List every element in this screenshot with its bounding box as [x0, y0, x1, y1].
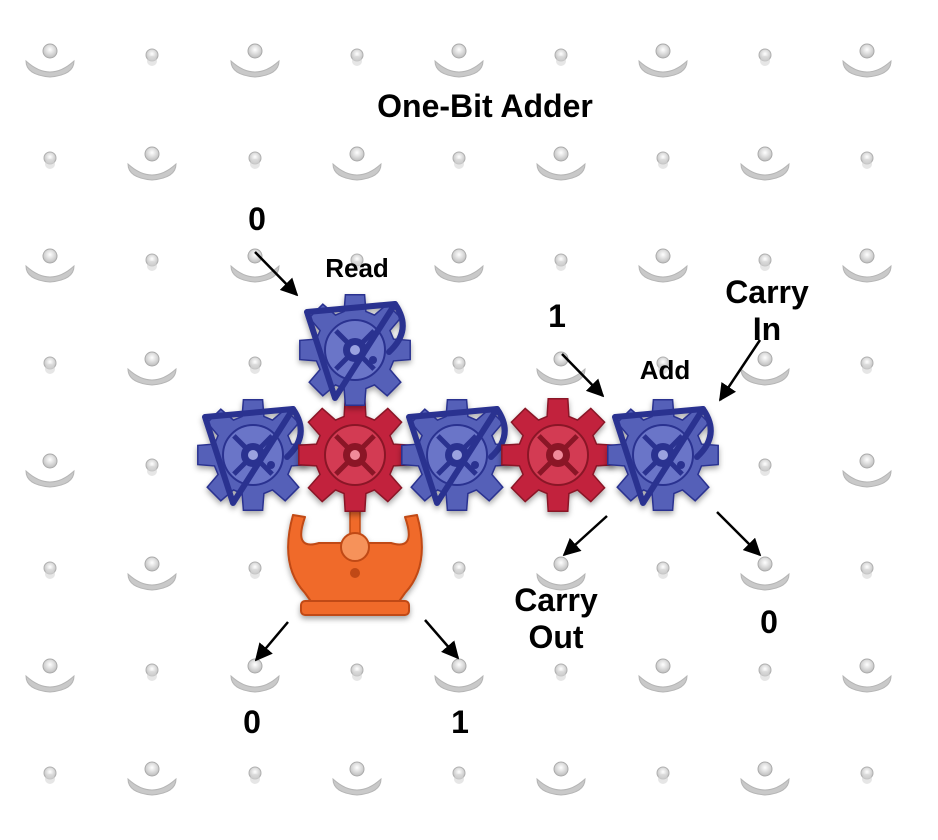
peg-icon [452, 766, 466, 784]
peg-icon [145, 253, 159, 271]
read-label: Read [325, 253, 389, 283]
add-input-value: 1 [548, 298, 566, 334]
peg-icon [842, 658, 892, 693]
carry-in-label: Carry In [725, 274, 809, 347]
bit-gear-icon [401, 399, 513, 511]
peg-icon [740, 556, 790, 591]
bucket-right-output-value: 1 [451, 704, 469, 740]
peg-icon [758, 663, 772, 681]
arrow-icon [254, 621, 289, 662]
arrow-icon [424, 619, 460, 660]
peg-icon [145, 48, 159, 66]
arrow-icon [716, 511, 762, 557]
peg-icon [248, 766, 262, 784]
peg-icon [860, 151, 874, 169]
peg-icon [43, 356, 57, 374]
arrow-icon [254, 251, 299, 297]
peg-icon [43, 561, 57, 579]
peg-icon [230, 248, 280, 283]
peg-icon [740, 761, 790, 796]
peg-icon [25, 43, 75, 78]
peg-icon [860, 356, 874, 374]
arrow-icon [718, 339, 762, 402]
bit-gear-icon [299, 294, 411, 406]
arrow-icon [562, 515, 608, 557]
peg-icon [350, 253, 364, 271]
peg-icon [25, 658, 75, 693]
connector-gear-icon [298, 398, 412, 512]
parts [197, 294, 719, 616]
diagram-title: One-Bit Adder [377, 88, 593, 124]
peg-icon [127, 146, 177, 181]
peg-icon [842, 43, 892, 78]
peg-icon [350, 663, 364, 681]
peg-icon [43, 766, 57, 784]
add-output-value: 0 [760, 604, 778, 640]
peg-icon [127, 556, 177, 591]
peg-icon [656, 766, 670, 784]
peg-icon [554, 48, 568, 66]
peg-icon [536, 556, 586, 591]
peg-icon [656, 356, 670, 374]
peg-icon [740, 351, 790, 386]
peg-icon [43, 151, 57, 169]
peg-icon [656, 561, 670, 579]
peg-icon [127, 761, 177, 796]
connector-gear-icon [501, 398, 615, 512]
read-input-value: 0 [248, 201, 266, 237]
peg-icon [638, 248, 688, 283]
peg-icon [758, 253, 772, 271]
peg-icon [842, 453, 892, 488]
peg-icon [536, 761, 586, 796]
bit-gear-icon [197, 399, 309, 511]
peg-icon [656, 151, 670, 169]
peg-icon [758, 48, 772, 66]
peg-icon [860, 766, 874, 784]
crossover-bucket-icon [287, 489, 423, 616]
peg-icon [25, 248, 75, 283]
peg-icon [536, 146, 586, 181]
arrows [254, 251, 762, 662]
peg-icon [248, 561, 262, 579]
peg-icon [554, 663, 568, 681]
peg-icon [145, 458, 159, 476]
carry-out-label: Carry Out [514, 582, 598, 655]
peg-icon [25, 453, 75, 488]
peg-icon [434, 248, 484, 283]
peg-icon [332, 761, 382, 796]
peg-icon [860, 561, 874, 579]
peg-icon [758, 458, 772, 476]
bucket-left-output-value: 0 [243, 704, 261, 740]
peg-icon [452, 561, 466, 579]
arrow-icon [561, 353, 605, 398]
peg-icon [434, 658, 484, 693]
add-label: Add [639, 355, 691, 385]
peg-icon [350, 48, 364, 66]
peg-icon [452, 356, 466, 374]
peg-icon [248, 151, 262, 169]
peg-icon [452, 151, 466, 169]
bit-gear-icon [607, 399, 719, 511]
peg-icon [740, 146, 790, 181]
peg-icon [554, 253, 568, 271]
peg-icon [145, 663, 159, 681]
peg-icon [434, 43, 484, 78]
peg-icon [842, 248, 892, 283]
peg-icon [230, 43, 280, 78]
peg-icon [127, 351, 177, 386]
peg-icon [332, 146, 382, 181]
peg-icon [638, 658, 688, 693]
peg-icon [248, 356, 262, 374]
peg-icon [230, 658, 280, 693]
peg-icon [638, 43, 688, 78]
